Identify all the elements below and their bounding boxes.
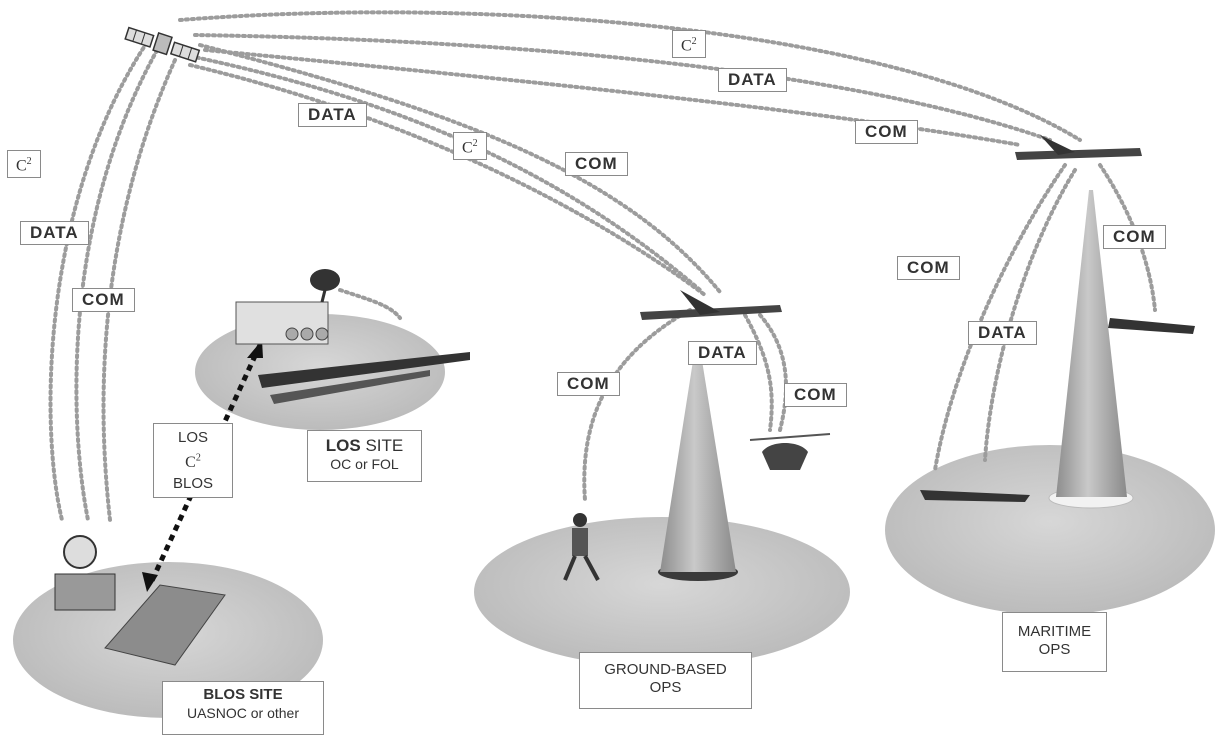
link-sat-com-top: [203, 48, 1022, 147]
link-los-blos-arrow-bottom: [142, 572, 158, 592]
link-los-dish: [338, 288, 402, 320]
data-label-ground-left: DATA: [298, 103, 367, 127]
ship-icon: [920, 490, 1030, 502]
com-label-blos: COM: [72, 288, 135, 312]
com-label-ground-top: COM: [565, 152, 628, 176]
los-c2-blos-label: LOS C2 BLOS: [153, 423, 233, 499]
c2-label-ground: C2: [453, 132, 487, 161]
ground-ops-disc: [474, 517, 850, 667]
link-maritime-com-left: [933, 163, 1067, 472]
link-sat-blos-com: [101, 58, 177, 522]
data-label-top: DATA: [718, 68, 787, 92]
link-sat-blos-data: [74, 43, 162, 522]
data-label-maritime: DATA: [968, 321, 1037, 345]
c2-label-blos: C2: [7, 150, 41, 179]
com-label-maritime-left: COM: [897, 256, 960, 280]
link-sat-ground-c2: [188, 63, 707, 297]
ground-ops-label: GROUND-BASED OPS: [579, 652, 752, 709]
com-label-helicopter: COM: [784, 383, 847, 407]
ground-cone: [660, 348, 736, 572]
maritime-ops-label: MARITIME OPS: [1002, 612, 1107, 672]
blos-equipment-icon: [54, 535, 226, 666]
helicopter-icon: [749, 433, 831, 470]
maritime-ops-disc: [885, 445, 1215, 615]
link-maritime-data: [983, 168, 1077, 462]
maritime-uav-icon: [1015, 135, 1142, 160]
com-label-ground-left: COM: [557, 372, 620, 396]
los-equipment-icon: [235, 301, 470, 404]
link-sat-data-top: [193, 33, 1052, 142]
link-uav-ground-com: [582, 308, 692, 502]
com-label-maritime-right: COM: [1103, 225, 1166, 249]
link-sat-c2-top: [178, 10, 1082, 142]
data-label-blos: DATA: [20, 221, 89, 245]
blos-site-label: BLOS SITE UASNOC or other: [162, 681, 324, 735]
maritime-aircraft-icon: [1108, 318, 1195, 334]
data-label-ground-uav: DATA: [688, 341, 757, 365]
link-sat-blos-c2: [48, 36, 152, 522]
link-uav-heli-data: [743, 313, 774, 432]
link-sat-ground-com: [198, 43, 722, 294]
com-label-maritime: COM: [855, 120, 918, 144]
link-uav-heli-com: [758, 313, 788, 432]
c2-label-top: C2: [672, 30, 706, 59]
satellite-icon: [124, 26, 201, 63]
satellite-dish-icon: [310, 269, 340, 303]
ground-soldier-icon: [563, 513, 600, 581]
los-site-label: LOS SITE OC or FOL: [307, 430, 422, 482]
ground-uav-icon: [640, 290, 782, 320]
maritime-cone: [1056, 190, 1127, 497]
